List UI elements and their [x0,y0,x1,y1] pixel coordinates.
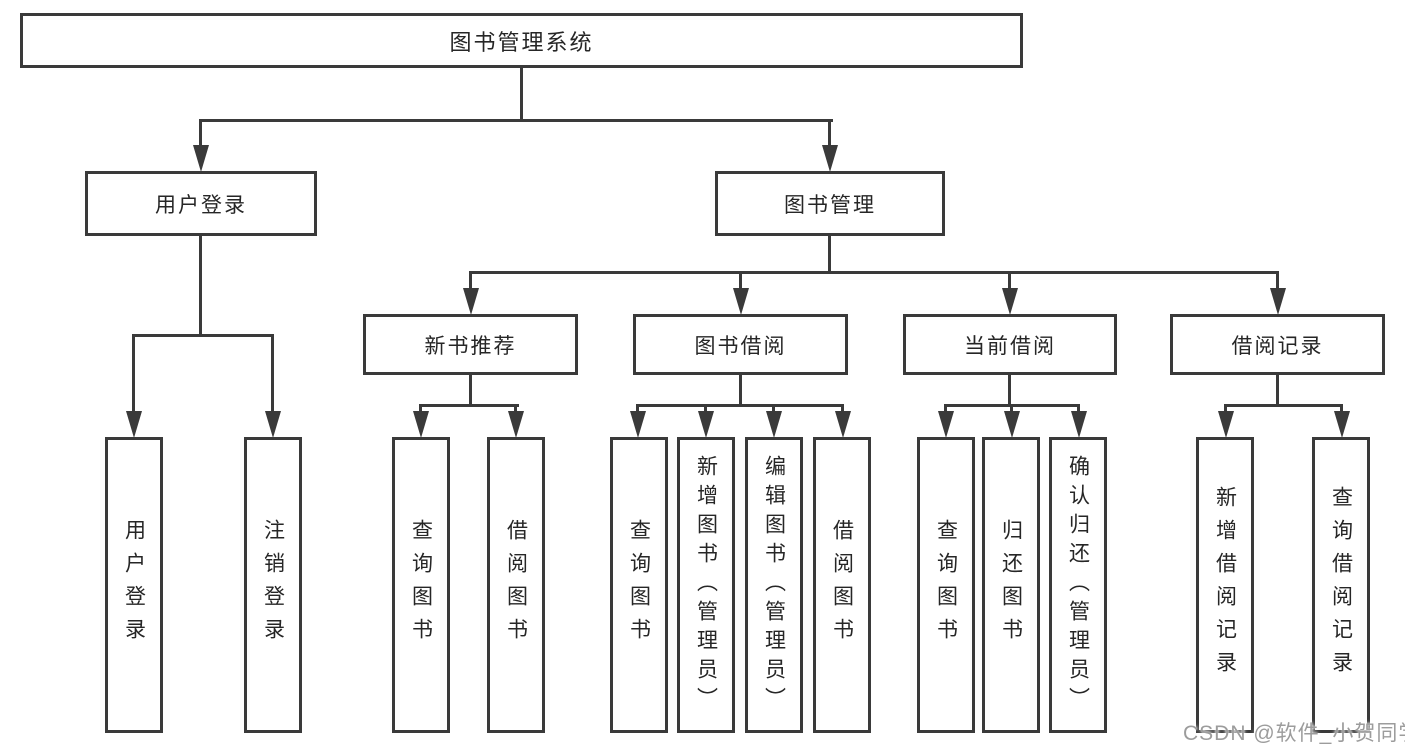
connector-line [419,404,519,407]
arrowhead-icon [822,145,838,172]
arrowhead-icon [1334,411,1350,438]
arrowhead-icon [1002,288,1018,315]
leaf-confirm-return-admin: 确认归还（管理员） [1049,437,1107,733]
leaf-add-borrow-record: 新增借阅记录 [1196,437,1254,733]
arrowhead-icon [938,411,954,438]
node-book-borrowing: 图书借阅 [633,314,848,375]
arrowhead-icon [265,411,281,438]
leaf-query-borrow-record: 查询借阅记录 [1312,437,1370,733]
node-user-login: 用户登录 [85,171,317,236]
arrowhead-icon [766,411,782,438]
arrowhead-icon [126,411,142,438]
arrowhead-icon [508,411,524,438]
arrowhead-icon [193,145,209,172]
arrowhead-icon [698,411,714,438]
connector-line [828,234,831,274]
arrowhead-icon [1004,411,1020,438]
connector-line [1276,271,1279,291]
connector-line [271,334,274,414]
leaf-add-books-admin: 新增图书（管理员） [677,437,735,733]
connector-line [1224,404,1342,407]
connector-line [739,373,742,407]
arrowhead-icon [463,288,479,315]
leaf-edit-books-admin: 编辑图书（管理员） [745,437,803,733]
arrowhead-icon [630,411,646,438]
arrowhead-icon [1071,411,1087,438]
connector-line [469,271,472,291]
leaf-borrow-books: 借阅图书 [487,437,545,733]
watermark: CSDN @软件_小贺同学 [1183,722,1405,745]
connector-line [469,373,472,407]
connector-line [739,271,742,291]
leaf-query-books-3: 查询图书 [917,437,975,733]
node-root: 图书管理系统 [20,13,1023,68]
connector-line [636,404,844,407]
arrowhead-icon [835,411,851,438]
leaf-query-books: 查询图书 [392,437,450,733]
connector-line [1008,271,1011,291]
leaf-return-books: 归还图书 [982,437,1040,733]
leaf-query-books-2: 查询图书 [610,437,668,733]
connector-line [132,334,274,337]
arrowhead-icon [1270,288,1286,315]
connector-line [1008,373,1011,407]
arrowhead-icon [1218,411,1234,438]
node-current-borrowing: 当前借阅 [903,314,1117,375]
connector-line [199,234,202,337]
arrowhead-icon [733,288,749,315]
connector-line [828,119,831,151]
arrowhead-icon [413,411,429,438]
connector-line [132,334,135,414]
connector-line [520,66,523,122]
node-book-management: 图书管理 [715,171,945,236]
node-new-book-recommendation: 新书推荐 [363,314,578,375]
connector-line [199,119,833,122]
connector-line [1276,373,1279,407]
leaf-borrow-books-2: 借阅图书 [813,437,871,733]
node-borrowing-records: 借阅记录 [1170,314,1385,375]
leaf-user-login: 用户登录 [105,437,163,733]
leaf-logout: 注销登录 [244,437,302,733]
connector-line [469,271,1279,274]
connector-line [199,119,202,151]
